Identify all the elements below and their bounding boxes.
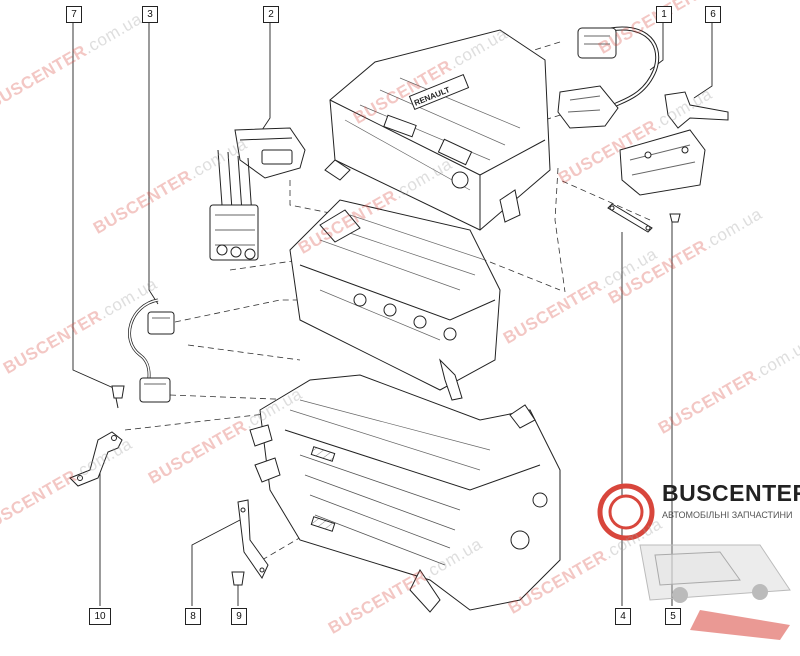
clamp-bracket-left bbox=[69, 385, 125, 487]
callout-6: 6 bbox=[705, 6, 721, 23]
logo-name: BUSCENTER bbox=[662, 480, 800, 506]
callout-4: 4 bbox=[615, 608, 631, 625]
callout-5: 5 bbox=[665, 608, 681, 625]
callout-3: 3 bbox=[142, 6, 158, 23]
callout-8: 8 bbox=[185, 608, 201, 625]
engine-block bbox=[249, 374, 561, 613]
main-harness bbox=[557, 26, 660, 129]
ignition-coil-pack bbox=[209, 127, 306, 261]
wiring-harness-short bbox=[128, 298, 175, 403]
callout-2: 2 bbox=[263, 6, 279, 23]
callout-1: 1 bbox=[656, 6, 672, 23]
callout-9: 9 bbox=[231, 608, 247, 625]
logo-subtitle: АВТОМОБІЛЬНІ ЗАПЧАСТИНИ bbox=[662, 510, 793, 520]
callout-7: 7 bbox=[66, 6, 82, 23]
cylinder-head bbox=[289, 199, 501, 401]
mounting-bracket bbox=[619, 91, 729, 196]
callout-10: 10 bbox=[89, 608, 111, 625]
strap-and-bolt bbox=[607, 203, 681, 233]
strap-bracket-lower bbox=[231, 499, 269, 586]
valve-cover: RENAULT bbox=[324, 29, 551, 231]
buscenter-logo-emblem bbox=[597, 483, 791, 640]
